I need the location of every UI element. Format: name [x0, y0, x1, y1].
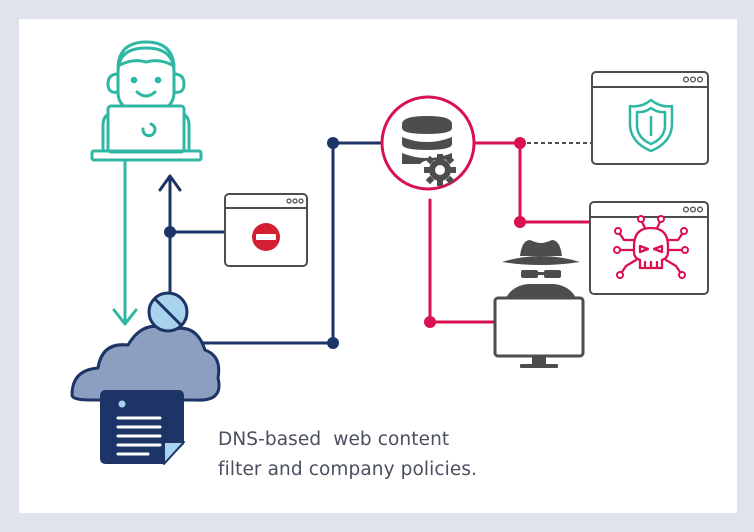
cloud-document-icon [70, 324, 221, 465]
blocked-window-icon [224, 193, 308, 267]
shield-window-icon [591, 71, 709, 165]
navy-connection-lines [158, 141, 382, 345]
block-sign-icon [147, 291, 189, 333]
junction-dot [327, 137, 339, 149]
teal-request-arrow [112, 158, 138, 326]
junction-dot [164, 226, 176, 238]
junction-dot [514, 137, 526, 149]
diagram-caption: DNS-based web content filter and company… [218, 425, 538, 485]
junction-dot [514, 216, 526, 228]
dns-server-icon [380, 95, 476, 191]
malware-window-icon [589, 201, 709, 295]
caption-line-1: DNS-based web content [218, 429, 450, 450]
junction-dot [327, 337, 339, 349]
user-laptop-icon [90, 40, 203, 162]
caption-line-2: filter and company policies. [218, 459, 478, 480]
junction-dot [424, 316, 436, 328]
hacker-computer-icon [493, 240, 585, 368]
